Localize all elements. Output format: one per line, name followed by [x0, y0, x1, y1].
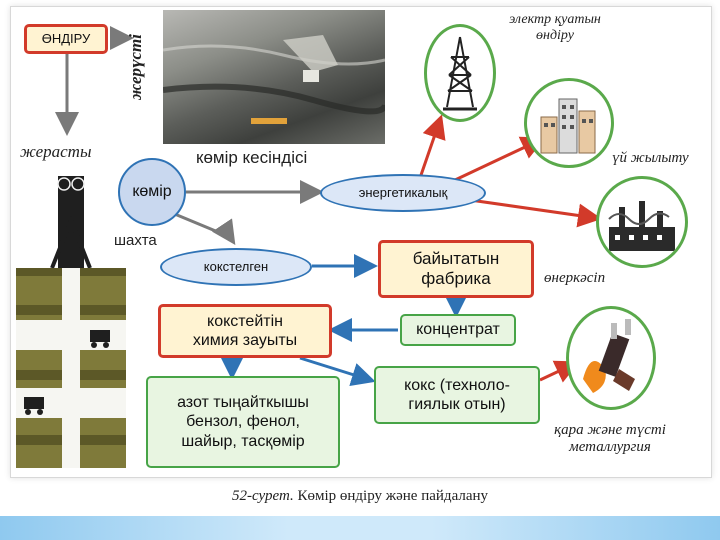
- concentrate-label: концентрат: [416, 321, 500, 339]
- figure-caption: 52-сурет. Көмір өндіру және пайдалану: [0, 488, 720, 505]
- slide-footer-band: [0, 516, 720, 540]
- buildings-icon: [540, 98, 596, 154]
- coke-plant-line2: химия зауыты: [192, 332, 298, 349]
- arrow-energy-industry: [469, 198, 602, 228]
- mine-label: шахта: [114, 232, 157, 249]
- coal-label: көмір: [132, 183, 172, 201]
- power-tower-circle: [424, 24, 496, 122]
- coke-plant-line1: кокстейтін: [207, 312, 283, 330]
- enrichment-plant-box: байытатын фабрика: [378, 240, 534, 298]
- caption-text: Көмір өндіру және пайдалану: [293, 488, 489, 504]
- buildings-circle: [524, 78, 614, 168]
- arrow-cokeplant-coke: [299, 356, 376, 387]
- chemicals-line1: азот тыңайткышы: [177, 394, 309, 412]
- coke-plant-box: кокстейтін химия зауыты: [158, 304, 332, 358]
- electricity-line2: өндіру: [536, 28, 574, 43]
- metallurgy-line2: металлургия: [569, 439, 651, 455]
- industry-circle: [596, 176, 688, 268]
- coke-line1: кокс (техноло-: [404, 376, 510, 394]
- coke-line2: гиялык отын): [408, 396, 506, 413]
- concentrate-box: концентрат: [400, 314, 516, 346]
- surface-label: жерүсті: [126, 34, 145, 100]
- electricity-label: электр қуатын өндіру: [500, 12, 610, 44]
- factory-icon: [608, 201, 675, 251]
- arrow-energy-heating: [454, 136, 546, 182]
- coking-node: кокстелген: [160, 248, 312, 286]
- industry-label: өнеркәсіп: [544, 270, 606, 286]
- ladle-icon: [583, 319, 635, 393]
- chemicals-box: азот тыңайткышы бензол, фенол, шайыр, та…: [146, 376, 340, 468]
- mine-illustration: [16, 170, 126, 470]
- enrichment-line2: фабрика: [421, 269, 491, 288]
- metallurgy-label: қара және түсті металлургия: [540, 422, 680, 456]
- extraction-box: ӨНДІРУ: [24, 24, 108, 54]
- coke-box: кокс (техноло- гиялык отын): [374, 366, 540, 424]
- energy-label: энергетикалық: [358, 185, 448, 201]
- metallurgy-circle: [566, 306, 656, 410]
- enrichment-line1: байытатын: [412, 248, 500, 268]
- arrow-coal-coking: [164, 208, 236, 245]
- power-tower-icon: [443, 36, 477, 111]
- open-pit-label: көмір кесіндісі: [196, 148, 308, 167]
- metallurgy-line1: қара және түсті: [554, 422, 666, 438]
- electricity-line1: электр қуатын: [509, 12, 601, 27]
- energy-node: энергетикалық: [320, 174, 486, 212]
- chemicals-line2: бензол, фенол,: [186, 413, 300, 431]
- coking-label: кокстелген: [203, 259, 269, 275]
- arrow-energy-electricity: [418, 114, 446, 179]
- coal-node: көмір: [118, 158, 186, 226]
- caption-number: 52-сурет.: [231, 488, 294, 504]
- open-pit-photo: [163, 10, 385, 144]
- chemicals-line3: шайыр, тасқөмір: [181, 432, 305, 450]
- underground-label: жерасты: [20, 142, 92, 161]
- extraction-label: ӨНДІРУ: [41, 31, 91, 47]
- heating-label: үй жылыту: [612, 150, 689, 166]
